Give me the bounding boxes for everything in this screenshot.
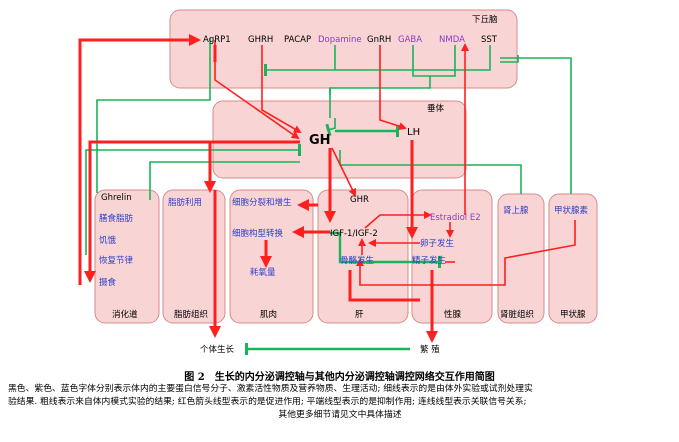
pituitary-box bbox=[212, 100, 467, 179]
adrenal-tissue-label: 肾脏组织 bbox=[500, 309, 534, 320]
node-estradiol: Estradiol E2 bbox=[430, 213, 481, 223]
liver-box bbox=[317, 189, 409, 324]
thyroid-label: 甲状腺 bbox=[560, 309, 586, 320]
node-cell-prolif: 细胞分裂和增生 bbox=[232, 197, 292, 208]
node-ghr: GHR bbox=[350, 195, 369, 205]
digestive-label: 消化道 bbox=[112, 309, 138, 320]
node-liver-dev: 骨骼发生 bbox=[340, 255, 375, 266]
node-hunger: 饥饿 bbox=[99, 235, 117, 246]
caption-line-1: 黑色、紫色、蓝色字体分别表示体内的主要蛋白信号分子、激素活性物质及营养物质、生理… bbox=[8, 384, 533, 394]
node-ovary-dev: 卵子发生 bbox=[420, 238, 455, 249]
node-agrp1: AgRP1 bbox=[203, 35, 231, 45]
node-sperm-dev: 精子发生 bbox=[412, 255, 447, 266]
node-dopamine: Dopamine bbox=[318, 35, 362, 45]
pituitary-nodes: GH LH bbox=[309, 127, 420, 148]
node-ghrh: GHRH bbox=[248, 35, 273, 45]
gonad-label: 性腺 bbox=[444, 309, 462, 320]
node-igf: IGF-1/IGF-2 bbox=[330, 229, 378, 239]
node-pacap: PACAP bbox=[284, 35, 311, 45]
liver-nodes: GHR IGF-1/IGF-2 骨骼发生 bbox=[330, 195, 378, 266]
muscle-nodes: 细胞分裂和增生 细胞构型转换 耗氧量 bbox=[232, 197, 292, 278]
node-gaba: GABA bbox=[398, 35, 422, 45]
adipose-label: 脂肪组织 bbox=[174, 309, 208, 320]
figure-caption-title: 图 2 生长的内分泌调控轴与其他内分泌调控轴调控网络交互作用简图 bbox=[184, 372, 495, 383]
node-fat-loss: 膳食脂肪 bbox=[99, 213, 134, 224]
node-reproduction: 繁 殖 bbox=[420, 344, 440, 355]
node-growth: 个体生长 bbox=[200, 344, 235, 355]
hypothalamus-nodes: AgRP1 GHRH PACAP Dopamine GnRH GABA NMDA… bbox=[203, 35, 498, 45]
gonad-nodes: Estradiol E2 卵子发生 精子发生 bbox=[412, 213, 481, 266]
node-sst: SST bbox=[481, 35, 498, 45]
inhibition-lines bbox=[85, 38, 572, 355]
thyroid-hormone-label: 甲状腺素 bbox=[554, 205, 589, 216]
liver-label: 肝 bbox=[355, 310, 364, 320]
node-gnrh: GnRH bbox=[367, 35, 391, 45]
adipose-box bbox=[162, 189, 226, 324]
node-lh: LH bbox=[407, 127, 420, 138]
figure-caption-description: 黑色、紫色、蓝色字体分别表示体内的主要蛋白信号分子、激素活性物质及营养物质、生理… bbox=[8, 383, 672, 422]
caption-line-2: 验结果. 粗线表示来自体内模式实验的结果; 红色箭头线型表示的是促进作用; 平端… bbox=[8, 397, 527, 407]
node-energy: 耗氧量 bbox=[250, 267, 276, 278]
thyroid-box bbox=[548, 193, 598, 324]
hypothalamus-label: 下丘脑 bbox=[472, 14, 498, 25]
adrenal-label: 肾上腺 bbox=[503, 205, 529, 216]
node-gh: GH bbox=[309, 133, 331, 148]
caption-line-3: 其他更多细节请见文中具体描述 bbox=[278, 410, 402, 420]
muscle-label: 肌肉 bbox=[260, 309, 277, 320]
muscle-box bbox=[229, 189, 314, 324]
node-fat-use: 脂肪利用 bbox=[168, 197, 202, 208]
digestive-box bbox=[94, 189, 160, 324]
node-recover: 恢复节律 bbox=[99, 255, 134, 266]
promotion-lines bbox=[78, 34, 576, 343]
node-cell-convert: 细胞构型转换 bbox=[232, 228, 284, 239]
digestive-nodes: Ghrelin 膳食脂肪 饥饿 恢复节律 摄食 bbox=[99, 193, 134, 288]
node-ghrelin: Ghrelin bbox=[101, 193, 132, 203]
node-feeding: 摄食 bbox=[99, 277, 117, 288]
node-nmda: NMDA bbox=[439, 35, 465, 45]
pituitary-label: 垂体 bbox=[427, 103, 445, 114]
